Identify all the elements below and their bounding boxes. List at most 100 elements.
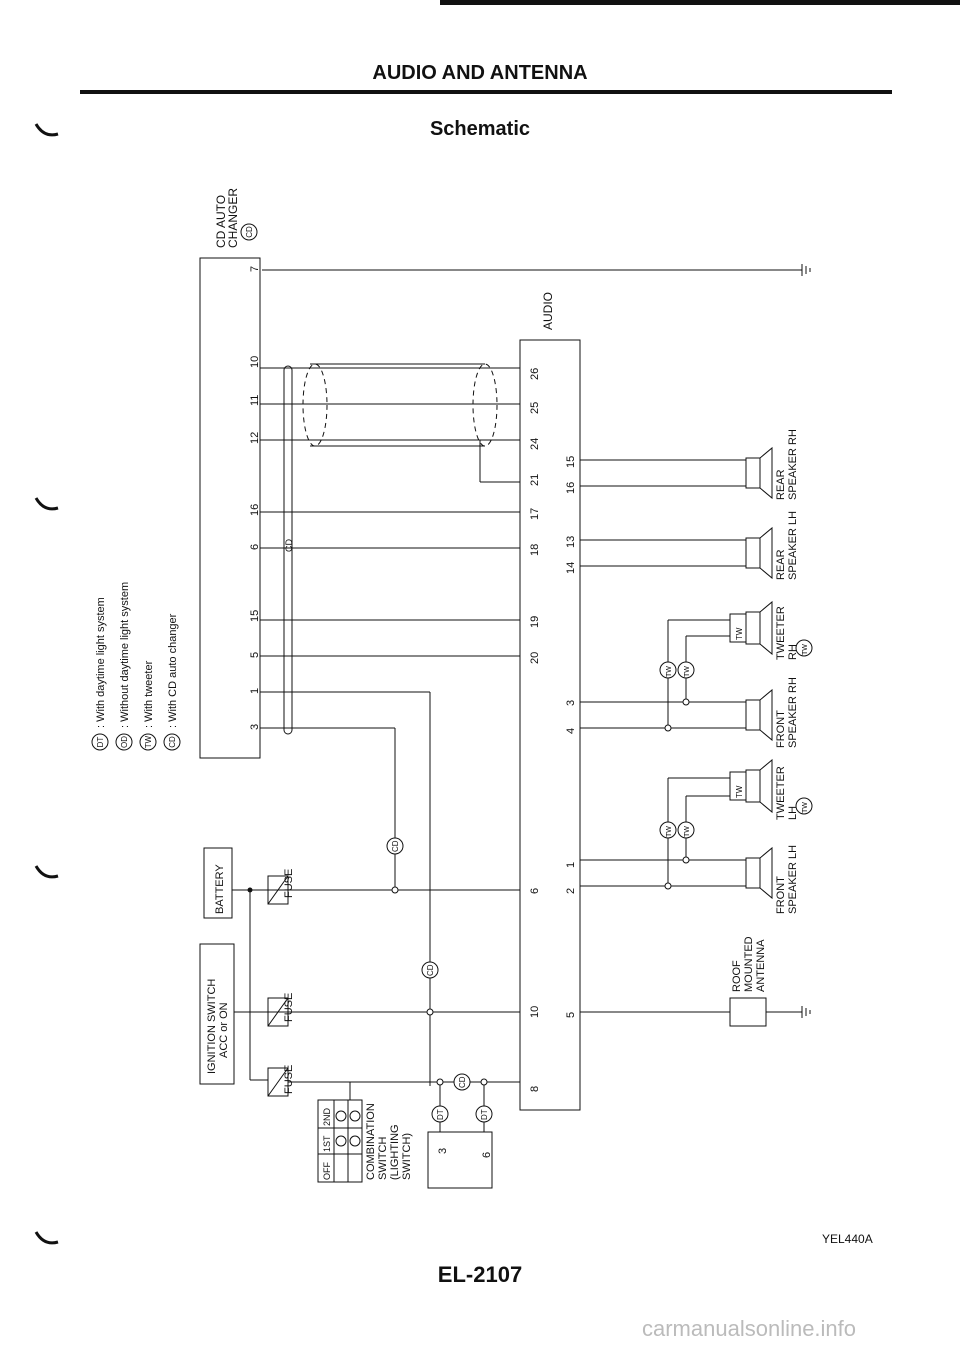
legend: DT : With daytime light system OD : With… bbox=[91, 582, 181, 751]
svg-text:1ST: 1ST bbox=[322, 1135, 332, 1152]
svg-text:ROOF: ROOF bbox=[731, 960, 743, 992]
svg-text:4: 4 bbox=[565, 728, 577, 734]
svg-text:TWEETER: TWEETER bbox=[775, 766, 787, 820]
antenna-ground-icon bbox=[766, 1006, 811, 1018]
svg-text:TW: TW bbox=[666, 826, 673, 837]
svg-text:OFF: OFF bbox=[322, 1162, 332, 1180]
svg-text:DT: DT bbox=[436, 1109, 445, 1120]
svg-text:TW: TW bbox=[684, 666, 691, 677]
svg-text:6: 6 bbox=[249, 544, 261, 550]
svg-text:: Without daytime light system: : Without daytime light system bbox=[119, 582, 131, 728]
audio-left-pins: 26 25 24 21 17 18 19 20 6 10 8 bbox=[529, 368, 541, 1092]
splice-dots bbox=[391, 886, 488, 1086]
svg-text:20: 20 bbox=[529, 652, 541, 664]
battery-label: BATTERY bbox=[214, 864, 226, 914]
ignition-switch-box bbox=[199, 943, 235, 1085]
svg-text:1: 1 bbox=[249, 688, 261, 694]
svg-text:CHANGER: CHANGER bbox=[226, 188, 240, 248]
connector-pin-3: 3 bbox=[437, 1148, 449, 1154]
legend-item-tw: TW : With tweeter bbox=[139, 660, 157, 751]
svg-text:REAR: REAR bbox=[775, 469, 787, 500]
svg-text:SPEAKER RH: SPEAKER RH bbox=[787, 429, 799, 500]
title-underline bbox=[80, 90, 892, 94]
svg-text:ACC or ON: ACC or ON bbox=[218, 1002, 230, 1058]
svg-text:5: 5 bbox=[249, 652, 261, 658]
svg-text:3: 3 bbox=[249, 724, 261, 730]
svg-text:IGNITION SWITCH: IGNITION SWITCH bbox=[206, 979, 218, 1074]
svg-text:SPEAKER LH: SPEAKER LH bbox=[787, 845, 799, 914]
tweeter-lh-tw-box: TW bbox=[735, 785, 744, 798]
tw-option-tags: TW TW TW TW bbox=[659, 661, 695, 839]
svg-text:OD: OD bbox=[120, 736, 129, 748]
tweeter-rh-label: TWEETER RH TW bbox=[775, 606, 813, 660]
speaker-splices bbox=[664, 698, 690, 890]
cd-audio-wires bbox=[260, 367, 520, 1086]
svg-text:TW: TW bbox=[684, 826, 691, 837]
roof-antenna-label: ROOF MOUNTED ANTENNA bbox=[731, 936, 767, 992]
connector-pin-6: 6 bbox=[481, 1152, 493, 1158]
svg-text:26: 26 bbox=[529, 368, 541, 380]
rear-speaker-lh-label: REAR SPEAKER LH bbox=[775, 511, 799, 580]
svg-text:SWITCH): SWITCH) bbox=[401, 1133, 413, 1180]
svg-text:1: 1 bbox=[565, 862, 577, 868]
cd-ground-wire bbox=[262, 264, 811, 276]
combination-switch-columns: OFF 1ST 2ND bbox=[322, 1107, 332, 1180]
svg-text:10: 10 bbox=[529, 1006, 541, 1018]
svg-text:2: 2 bbox=[565, 888, 577, 894]
svg-text:25: 25 bbox=[529, 402, 541, 414]
svg-text:16: 16 bbox=[249, 504, 261, 516]
power-wires bbox=[232, 889, 520, 1112]
speaker-wires bbox=[580, 459, 746, 1013]
fuse-label-3: FUSE bbox=[283, 1065, 295, 1094]
svg-text:CD: CD bbox=[168, 736, 177, 748]
audio-right-pins: 15 16 13 14 3 4 1 2 5 bbox=[565, 456, 577, 1018]
svg-text:ANTENNA: ANTENNA bbox=[755, 939, 767, 992]
svg-text:: With CD auto changer: : With CD auto changer bbox=[167, 613, 179, 728]
cd-option-tags: CD CD CD bbox=[386, 837, 471, 1091]
dt-wires bbox=[439, 1122, 485, 1132]
svg-text:TW: TW bbox=[802, 644, 809, 655]
combination-switch bbox=[317, 1099, 363, 1183]
svg-text:15: 15 bbox=[565, 456, 577, 468]
roof-antenna-box bbox=[729, 997, 767, 1027]
svg-text:12: 12 bbox=[249, 432, 261, 444]
dt-connector-box bbox=[427, 1131, 493, 1189]
svg-text:5: 5 bbox=[565, 1012, 577, 1018]
svg-text:SWITCH: SWITCH bbox=[377, 1137, 389, 1180]
page-title: AUDIO AND ANTENNA bbox=[372, 62, 588, 84]
svg-text:MOUNTED: MOUNTED bbox=[743, 936, 755, 992]
section-title: Schematic bbox=[429, 118, 531, 140]
svg-text:CD AUTO: CD AUTO bbox=[214, 195, 228, 248]
svg-text:CD: CD bbox=[426, 964, 435, 976]
svg-text:21: 21 bbox=[529, 474, 541, 486]
svg-text:FRONT: FRONT bbox=[775, 876, 787, 914]
legend-item-cd: CD : With CD auto changer bbox=[163, 613, 181, 751]
legend-item-od: OD : Without daytime light system bbox=[115, 582, 133, 751]
tweeter-icon bbox=[729, 600, 773, 814]
svg-text:15: 15 bbox=[249, 610, 261, 622]
svg-text:CD: CD bbox=[458, 1076, 467, 1088]
battery-box bbox=[203, 847, 233, 919]
svg-text:6: 6 bbox=[529, 888, 541, 894]
svg-text:10: 10 bbox=[249, 356, 261, 368]
svg-text:LH: LH bbox=[787, 806, 799, 820]
svg-text:SPEAKER RH: SPEAKER RH bbox=[787, 677, 799, 748]
svg-text:19: 19 bbox=[529, 616, 541, 628]
svg-text:CD: CD bbox=[245, 226, 254, 238]
top-edge-rule bbox=[440, 0, 960, 5]
dt-tags: DT DT bbox=[431, 1105, 493, 1123]
legend-item-dt: DT : With daytime light system bbox=[91, 597, 109, 751]
svg-text:TW: TW bbox=[666, 666, 673, 677]
svg-text:8: 8 bbox=[529, 1086, 541, 1092]
svg-text:DT: DT bbox=[96, 737, 105, 748]
svg-text:13: 13 bbox=[565, 536, 577, 548]
svg-text:: With tweeter: : With tweeter bbox=[143, 660, 155, 728]
cd-bus-label: CD bbox=[284, 539, 294, 552]
figure-code: YEL440A bbox=[822, 1232, 873, 1246]
svg-text:3: 3 bbox=[565, 700, 577, 706]
svg-text:TW: TW bbox=[802, 802, 809, 813]
svg-text:14: 14 bbox=[565, 562, 577, 574]
combination-switch-label: COMBINATION SWITCH (LIGHTING SWITCH) bbox=[365, 1103, 413, 1180]
front-speaker-lh-label: FRONT SPEAKER LH bbox=[775, 845, 799, 914]
